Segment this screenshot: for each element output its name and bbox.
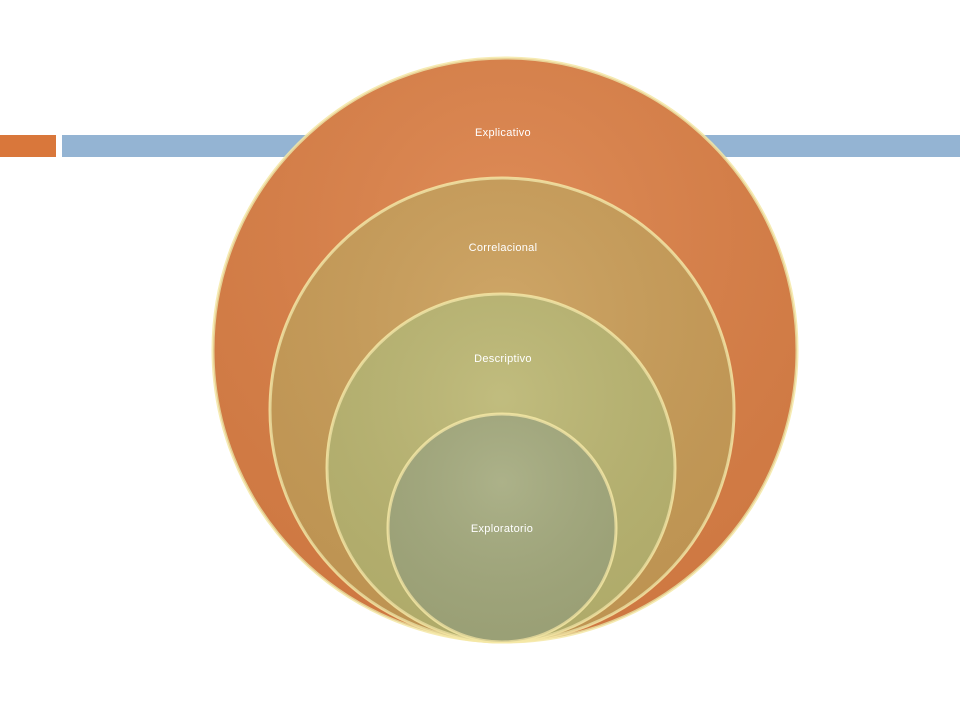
level-exploratorio: Exploratorio xyxy=(386,412,618,644)
label-exploratorio: Exploratorio xyxy=(471,523,533,535)
label-explicativo: Explicativo xyxy=(475,127,531,139)
circle-exploratorio-shade xyxy=(388,414,616,642)
label-correlacional: Correlacional xyxy=(469,242,538,254)
accent-bar-orange xyxy=(0,135,56,157)
label-descriptivo: Descriptivo xyxy=(474,353,532,365)
